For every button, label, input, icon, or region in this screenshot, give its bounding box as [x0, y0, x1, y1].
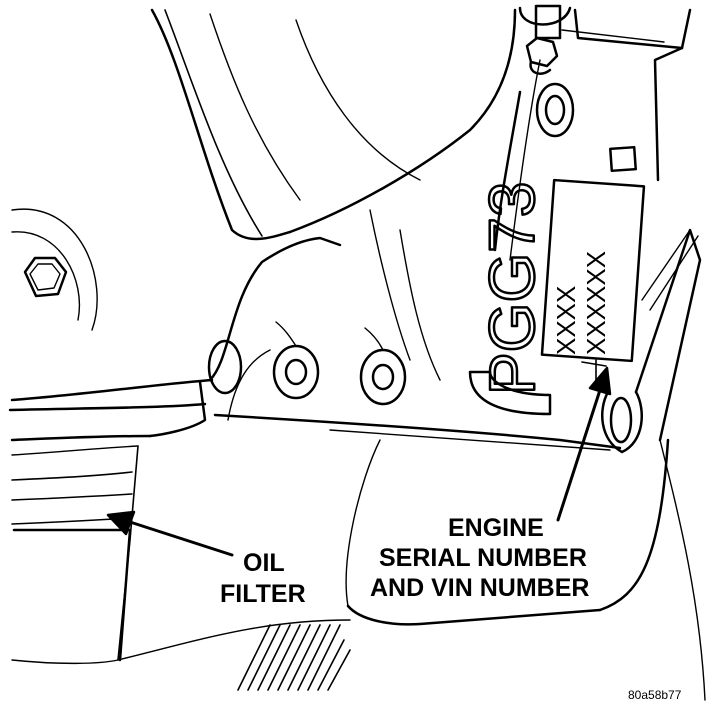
right-mount	[601, 228, 702, 454]
casting-ring	[535, 82, 575, 138]
engine-serial-label-line-2: SERIAL NUMBER	[379, 544, 587, 572]
oil-filter-leader	[106, 510, 234, 557]
figure-code: 80a58b77	[628, 688, 682, 702]
casting-letter-outline	[468, 370, 552, 416]
lower-pan	[117, 438, 706, 701]
small-square-boss	[609, 145, 637, 173]
rear-block	[493, 8, 692, 261]
stamp-line-2: XXXXXX	[581, 251, 611, 355]
oil-filter	[8, 378, 214, 665]
engine-serial-label-line-1: ENGINE	[448, 514, 544, 542]
engine-serial-leader	[556, 366, 612, 522]
casting-mark: PGG73	[476, 182, 548, 395]
stamp-line-1: XXXX	[551, 286, 581, 355]
engine-serial-label-line-3: AND VIN NUMBER	[370, 574, 590, 602]
bolt-left	[11, 208, 98, 331]
id-stamp-box	[540, 178, 646, 363]
upper-housing	[150, 8, 517, 241]
casting-ring-inner	[544, 94, 566, 126]
block-bosses	[207, 321, 407, 406]
oil-filter-label-line-2: FILTER	[220, 580, 306, 608]
block-lower-edge	[208, 236, 342, 382]
bolt-top	[518, 4, 572, 75]
hatch-lines	[237, 624, 351, 691]
oil-filter-label-line-1: OIL	[243, 549, 285, 577]
